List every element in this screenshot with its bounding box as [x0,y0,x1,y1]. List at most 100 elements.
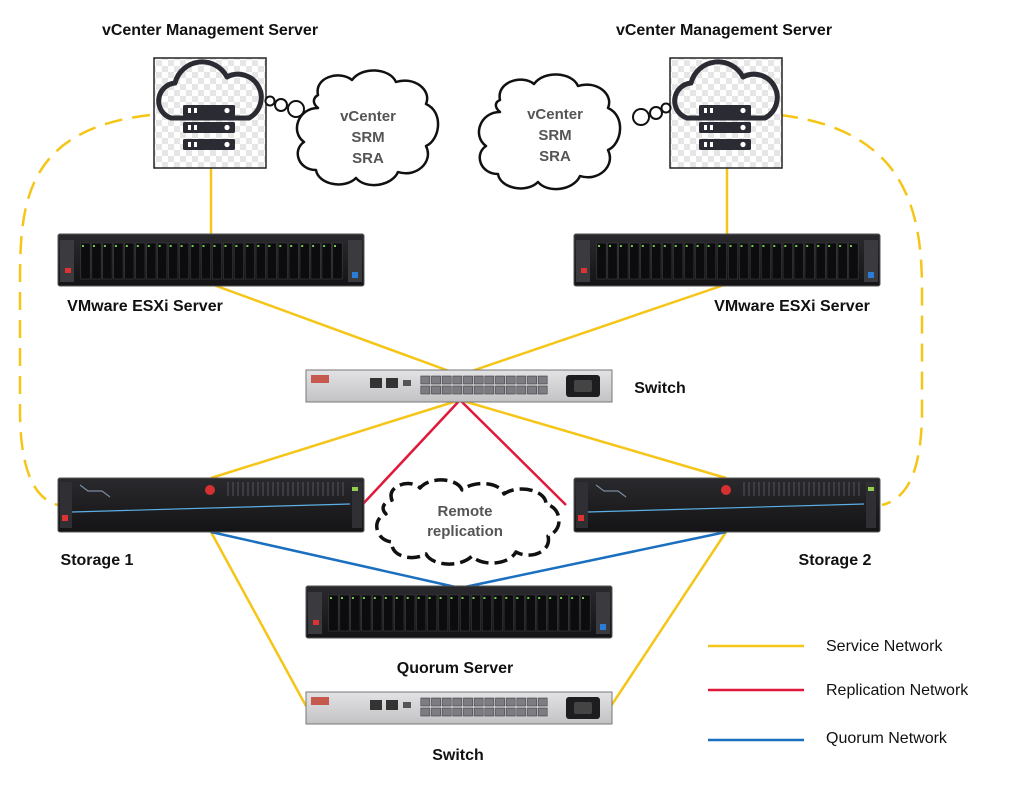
drive-led [114,245,117,247]
switch-port [537,697,548,707]
drive-bay [179,242,190,280]
quorum-server-label: Quorum Server [397,660,513,677]
drive-bay [503,594,514,632]
drive-led [246,245,249,247]
switch-port [431,707,441,717]
switch-port [431,697,441,707]
drive-bay [481,594,492,632]
switch-port [431,385,441,395]
left-bubble-line-srm: SRM [351,129,384,146]
drive-bay [321,242,332,280]
legend-label-quorum: Quorum Network [826,730,948,747]
drive-bay [651,242,662,280]
switch-port [505,375,516,385]
switch-port [463,385,473,395]
drive-bay [299,242,310,280]
drive-led [180,245,183,247]
replication-cloud-line-1: Remote [437,503,492,520]
drive-led [828,245,831,247]
switch-port [537,385,548,395]
drive-led [334,245,336,247]
right-bubble-line-srm: SRM [538,127,571,144]
drive-bay [826,242,837,280]
service-link-esxi2-switch [459,282,728,377]
drive-bay [547,594,558,632]
drive-led [351,597,354,599]
drive-led [290,245,293,247]
drive-led [784,245,787,247]
switch-port [537,375,548,385]
drive-led [257,245,260,247]
drive-bay [157,242,168,280]
top-switch [305,369,613,403]
drive-bay [525,594,536,632]
switch-port [495,697,505,707]
drive-led [472,597,475,599]
drive-led [213,245,216,247]
drive-led [461,597,464,599]
service-link-mgmt2-storage2-dashed [779,113,924,507]
drive-bay [438,594,449,632]
switch-port [473,375,484,385]
drive-bay [596,242,607,280]
switch-port [527,707,537,717]
drive-bay [760,242,771,280]
drive-bay [618,242,629,280]
drive-bay [146,242,157,280]
drive-bay [749,242,760,280]
drive-led [373,597,376,599]
storage-2 [573,477,881,533]
drive-led [483,597,486,599]
switch-port [505,697,516,707]
drive-bay [848,242,859,280]
drive-led [609,245,611,247]
drive-bay [288,242,299,280]
drive-led [279,245,282,247]
drive-led [323,245,326,247]
drive-bay [695,242,706,280]
drive-led [549,597,552,599]
drive-led [191,245,194,247]
drive-bay [684,242,695,280]
drive-bay [837,242,848,280]
remote-replication-cloud: Remote replication [375,478,561,566]
left-esxi-server [57,233,365,287]
drive-bay [514,594,525,632]
right-esxi-server [573,233,881,287]
drive-led [395,597,398,599]
quorum-link-storage2 [459,530,727,590]
quorum-server [305,585,613,639]
replication-link-switch-storage2 [459,399,567,506]
legend-item-replication: Replication Network [708,682,969,699]
drive-bay [673,242,684,280]
drive-led [136,245,139,247]
drive-bay [607,242,618,280]
drive-led [494,597,497,599]
drive-led [362,597,365,599]
switch-port [420,385,431,395]
drive-bay [394,594,405,632]
replication-cloud-line-2: replication [427,523,503,540]
drive-led [751,245,754,247]
switch-port [484,697,495,707]
legend-label-service: Service Network [826,638,943,655]
drive-led [147,245,150,247]
drive-bay [190,242,201,280]
drive-bay [629,242,640,280]
drive-bay [233,242,244,280]
switch-port [495,385,505,395]
switch-port [516,385,527,395]
drive-bay [339,594,350,632]
drive-led [341,597,343,599]
legend-item-service: Service Network [708,638,943,655]
drive-led [663,245,666,247]
right-mgmt-server-icon [669,57,783,169]
drive-bay [212,242,223,280]
drive-bay [470,594,481,632]
drive-bay [244,242,255,280]
drive-led [93,245,95,247]
switch-port [431,375,441,385]
left-bubble-line-sra: SRA [352,150,384,167]
drive-bay [80,242,91,280]
drive-bay [310,242,321,280]
